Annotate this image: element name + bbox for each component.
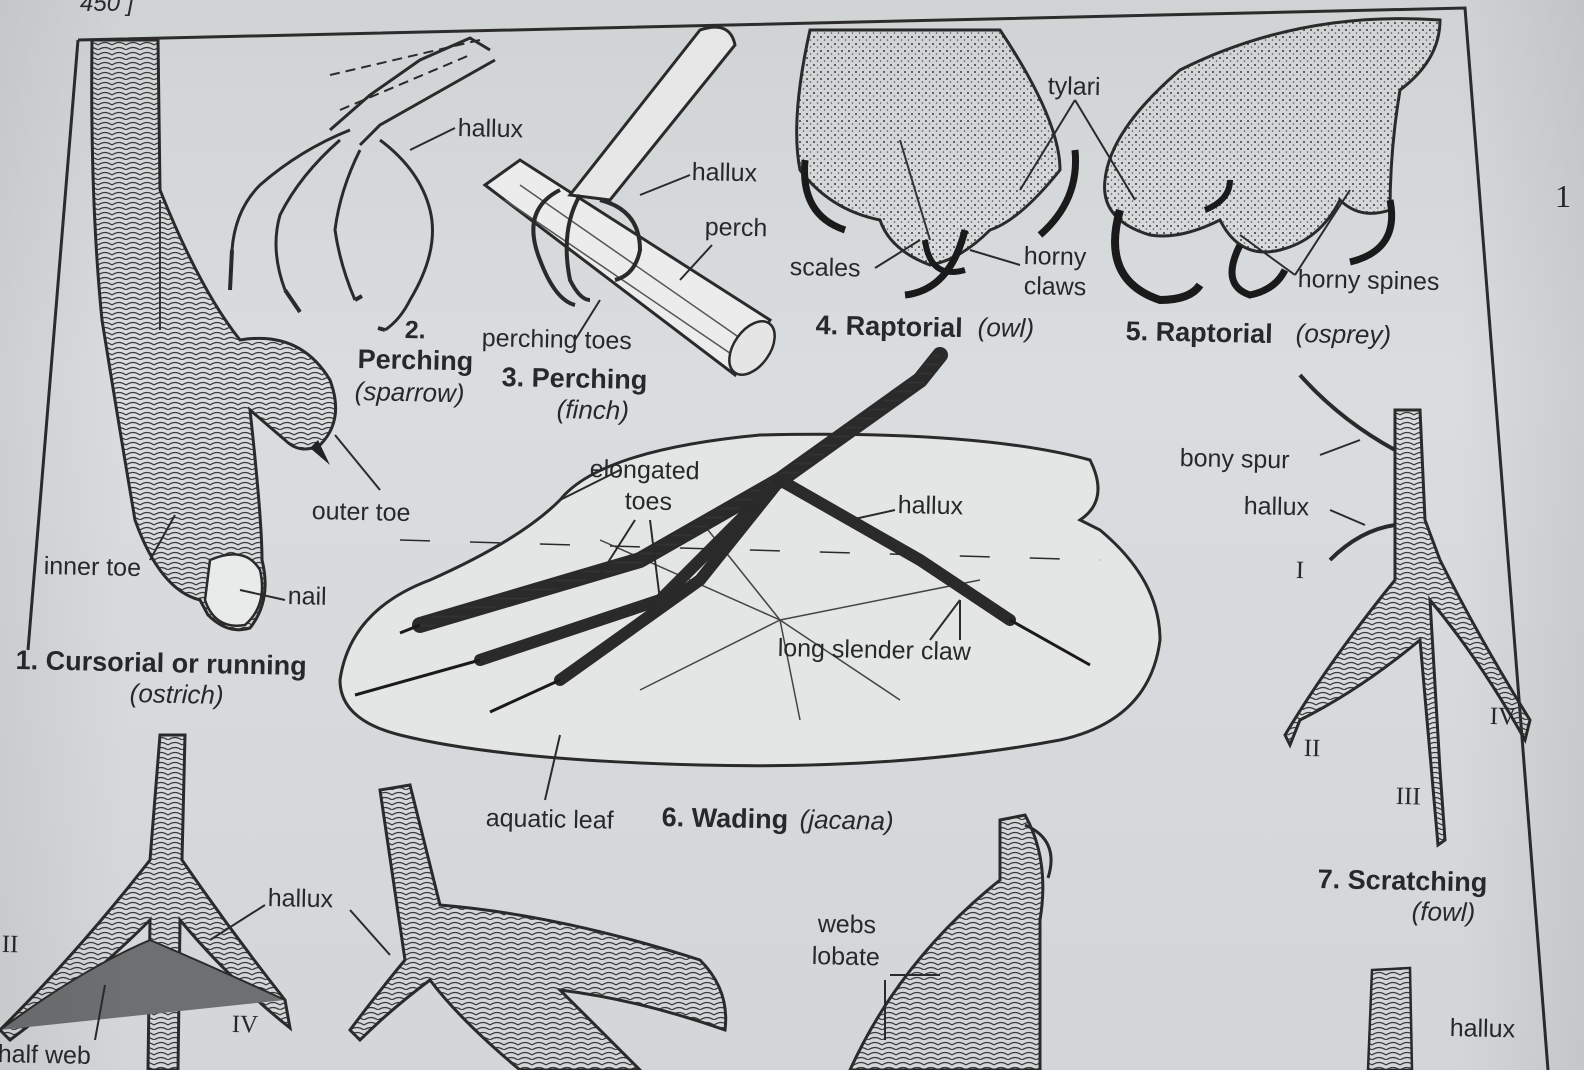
label-aquatic-leaf: aquatic leaf bbox=[485, 806, 613, 834]
label-toe-III: III bbox=[1395, 784, 1421, 810]
caption-2-bird: (sparrow) bbox=[354, 378, 464, 406]
caption-1-title: 1. Cursorial or running bbox=[15, 647, 307, 680]
ostrich-foot-drawing bbox=[92, 40, 336, 630]
label-horny-spines: horny spines bbox=[1297, 267, 1439, 295]
jacana-foot-drawing bbox=[340, 355, 1160, 766]
label-toes: toes bbox=[624, 489, 672, 515]
label-hallux-bottom-right: hallux bbox=[1449, 1016, 1515, 1042]
caption-2-number: 2. bbox=[404, 318, 425, 343]
label-scales: scales bbox=[789, 255, 860, 281]
caption-4-title: 4. Raptorial bbox=[815, 312, 963, 342]
caption-5-bird: (osprey) bbox=[1295, 320, 1391, 348]
sparrow-foot-drawing bbox=[230, 38, 495, 330]
label-outer-toe: outer toe bbox=[311, 499, 410, 526]
caption-3-title: 3. Perching bbox=[501, 364, 647, 394]
label-tylari: tylari bbox=[1047, 74, 1100, 100]
label-inner-toe: inner toe bbox=[43, 554, 141, 581]
label-toe-IV-bottom: IV bbox=[231, 1012, 258, 1038]
label-hallux-jacana: hallux bbox=[897, 493, 963, 519]
label-perching-toes: perching toes bbox=[481, 326, 632, 354]
label-toe-I: I bbox=[1295, 558, 1304, 583]
label-long-slender-claw: long slender claw bbox=[777, 636, 971, 665]
label-hallux-sparrow: hallux bbox=[457, 116, 523, 142]
label-hallux-finch: hallux bbox=[691, 160, 757, 186]
label-webs: webs bbox=[817, 912, 876, 938]
caption-6-title: 6. Wading bbox=[661, 804, 788, 834]
fowl-foot-drawing bbox=[1285, 375, 1530, 845]
page-number: 450 ] bbox=[80, 0, 133, 16]
label-toe-IV: IV bbox=[1489, 704, 1516, 730]
caption-1-bird: (ostrich) bbox=[129, 680, 223, 708]
label-perch: perch bbox=[704, 215, 767, 241]
caption-7-bird: (fowl) bbox=[1411, 898, 1475, 925]
label-lobate: lobate bbox=[811, 944, 880, 970]
label-bony-spur: bony spur bbox=[1179, 446, 1289, 473]
margin-digit: 1 bbox=[1555, 180, 1571, 212]
caption-5-title: 5. Raptorial bbox=[1125, 318, 1273, 348]
caption-2-title: Perching bbox=[357, 346, 473, 375]
bottom-row-feet bbox=[0, 735, 1412, 1070]
label-half-web: half web bbox=[0, 1042, 91, 1069]
caption-7-title: 7. Scratching bbox=[1317, 866, 1487, 897]
label-toe-II-bottom: II bbox=[1, 932, 18, 957]
label-hallux-fowl: hallux bbox=[1243, 494, 1309, 520]
label-claws: claws bbox=[1023, 274, 1086, 300]
label-elongated: elongated bbox=[589, 457, 699, 484]
caption-4-bird: (owl) bbox=[977, 314, 1034, 341]
caption-6-bird: (jacana) bbox=[799, 806, 893, 834]
label-horny: horny bbox=[1023, 244, 1086, 270]
label-nail: nail bbox=[287, 584, 326, 610]
label-hallux-bottom: hallux bbox=[267, 886, 333, 912]
label-toe-II: II bbox=[1303, 736, 1320, 761]
caption-3-bird: (finch) bbox=[556, 396, 629, 424]
